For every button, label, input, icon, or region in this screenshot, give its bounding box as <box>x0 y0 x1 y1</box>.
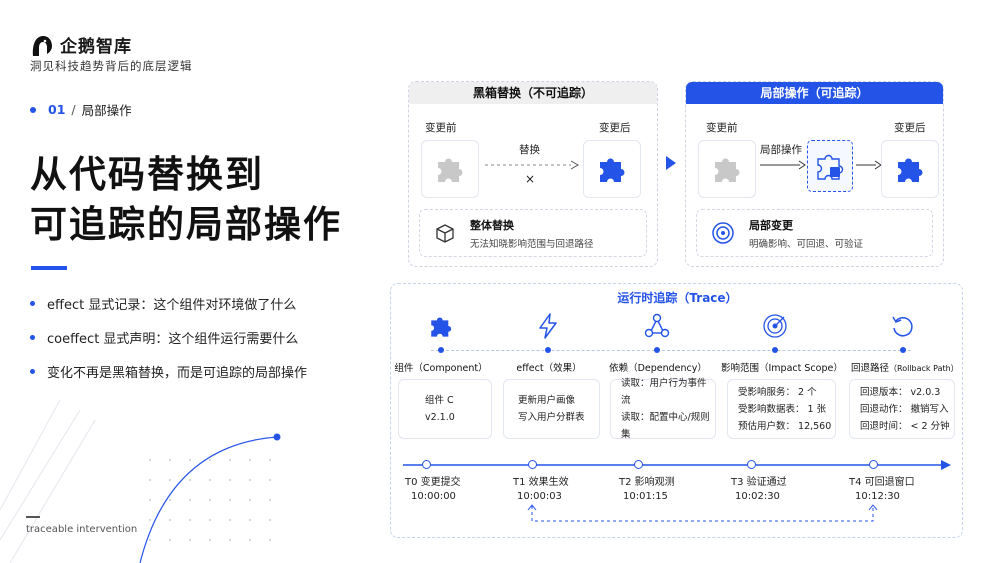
bullet-list: effect 显式记录：这个组件对环境做了什么 coeffect 显式声明：这个… <box>30 286 307 388</box>
timeline-node <box>869 460 878 469</box>
puzzle-blue-icon <box>431 317 452 337</box>
timeline-node <box>422 460 431 469</box>
icon-connector-line <box>431 350 911 351</box>
section-dot <box>30 106 36 113</box>
rollback-card: 回退版本： v2.0.3 回退动作： 撤销写入 回退时间： < 2 分钟 <box>849 379 955 439</box>
penguin-logo-icon <box>32 35 52 56</box>
after-tile <box>583 140 641 198</box>
connector-dot <box>900 347 906 353</box>
brand: 企鹅智库 <box>30 32 132 57</box>
footer-line <box>26 516 40 518</box>
box-icon <box>436 224 454 243</box>
radar-icon <box>763 314 787 338</box>
effect-label: effect（效果） <box>516 363 582 374</box>
lightning-icon <box>539 313 557 339</box>
network-icon <box>644 313 670 338</box>
dashed-arrow <box>485 160 579 170</box>
section-indicator: 01 / 局部操作 <box>30 100 132 119</box>
whole-replace-card: 整体替换 无法知晓影响范围与回退路径 <box>419 209 647 257</box>
blackbox-panel: 黑箱替换（不可追踪） 变更前 变更后 替换 × 整体替换 无法知晓影响范围与回退… <box>408 81 658 267</box>
after-label: 变更后 <box>894 122 926 134</box>
title-line-2: 可追踪的局部操作 <box>30 203 342 246</box>
puzzle-blue-icon <box>600 158 625 182</box>
local-change-title: 局部变更 <box>749 218 793 232</box>
local-op-panel: 局部操作（可追踪） 变更前 变更后 局部操作 局部变更 明确影响、可回退、可验证 <box>685 81 944 267</box>
timeline-axis <box>403 460 951 470</box>
before-tile <box>698 140 756 198</box>
partial-change-tile <box>807 140 853 192</box>
section-number: 01 <box>48 102 66 117</box>
blackbox-panel-header: 黑箱替换（不可追踪） <box>409 82 657 104</box>
cross-mark: × <box>525 172 536 186</box>
section-title: 局部操作 <box>81 103 132 118</box>
brand-tagline: 洞见科技趋势背后的底层逻辑 <box>30 59 193 73</box>
component-card: 组件 C v2.1.0 <box>398 379 492 439</box>
puzzle-blue-icon <box>898 158 923 182</box>
connector-dot <box>772 347 778 353</box>
target-icon <box>712 222 734 244</box>
timeline-node <box>747 460 756 469</box>
local-change-card: 局部变更 明确影响、可回退、可验证 <box>696 209 933 257</box>
bullet-item: coeffect 显式声明：这个组件运行需要什么 <box>30 320 307 354</box>
dependency-card: 读取：用户行为事件流 读取：配置中心/规则集 <box>610 378 716 440</box>
rollback-window-bracket <box>527 504 878 522</box>
brand-name: 企鹅智库 <box>60 37 132 57</box>
puzzle-gray-icon <box>438 158 463 182</box>
trace-title: 运行时追踪（Trace） <box>617 291 738 305</box>
rollback-path-label: 回退路径（Rollback Path） <box>851 363 959 374</box>
triangle-arrow-icon <box>666 156 676 170</box>
impact-scope-label: 影响范围（Impact Scope） <box>721 363 843 374</box>
whole-replace-title: 整体替换 <box>470 218 514 232</box>
footer-text: traceable intervention <box>26 524 138 535</box>
title-line-1: 从代码替换到 <box>30 153 264 196</box>
dependency-label: 依赖（Dependency） <box>609 363 707 374</box>
connector-dot <box>654 347 660 353</box>
after-tile <box>881 140 939 198</box>
bullet-item: effect 显式记录：这个组件对环境做了什么 <box>30 286 307 320</box>
puzzle-gray-icon <box>715 158 740 182</box>
section-separator: / <box>71 102 76 117</box>
timeline-node <box>528 460 537 469</box>
before-label: 变更前 <box>425 122 457 134</box>
replace-label: 替换 <box>519 144 540 156</box>
connector-dot <box>545 347 551 353</box>
local-op-label: 局部操作 <box>760 144 802 156</box>
rollback-icon <box>892 316 913 337</box>
bullet-item: 变化不再是黑箱替换，而是可追踪的局部操作 <box>30 354 307 388</box>
whole-replace-subtitle: 无法知晓影响范围与回退路径 <box>470 238 594 250</box>
solid-arrow <box>856 160 882 170</box>
impact-card: 受影响服务： 2 个 受影响数据表： 1 张 预估用户数： 12,560 <box>727 379 836 439</box>
puzzle-partial-icon <box>817 154 844 180</box>
component-label: 组件（Component） <box>394 363 488 374</box>
before-label: 变更前 <box>706 122 738 134</box>
before-tile <box>421 140 479 198</box>
effect-card: 更新用户画像 写入用户分群表 <box>503 379 600 439</box>
local-change-subtitle: 明确影响、可回退、可验证 <box>749 238 864 250</box>
after-label: 变更后 <box>599 122 631 134</box>
decorative-background <box>0 399 281 563</box>
title-underline <box>31 266 67 270</box>
connector-dot <box>438 347 444 353</box>
solid-arrow <box>760 160 806 170</box>
trace-panel: 运行时追踪（Trace） 组件（Component） effect（效果） 依赖… <box>390 283 963 538</box>
timeline-node <box>634 460 643 469</box>
page-title: 从代码替换到 可追踪的局部操作 <box>30 150 342 250</box>
local-op-panel-header: 局部操作（可追踪） <box>686 82 943 104</box>
